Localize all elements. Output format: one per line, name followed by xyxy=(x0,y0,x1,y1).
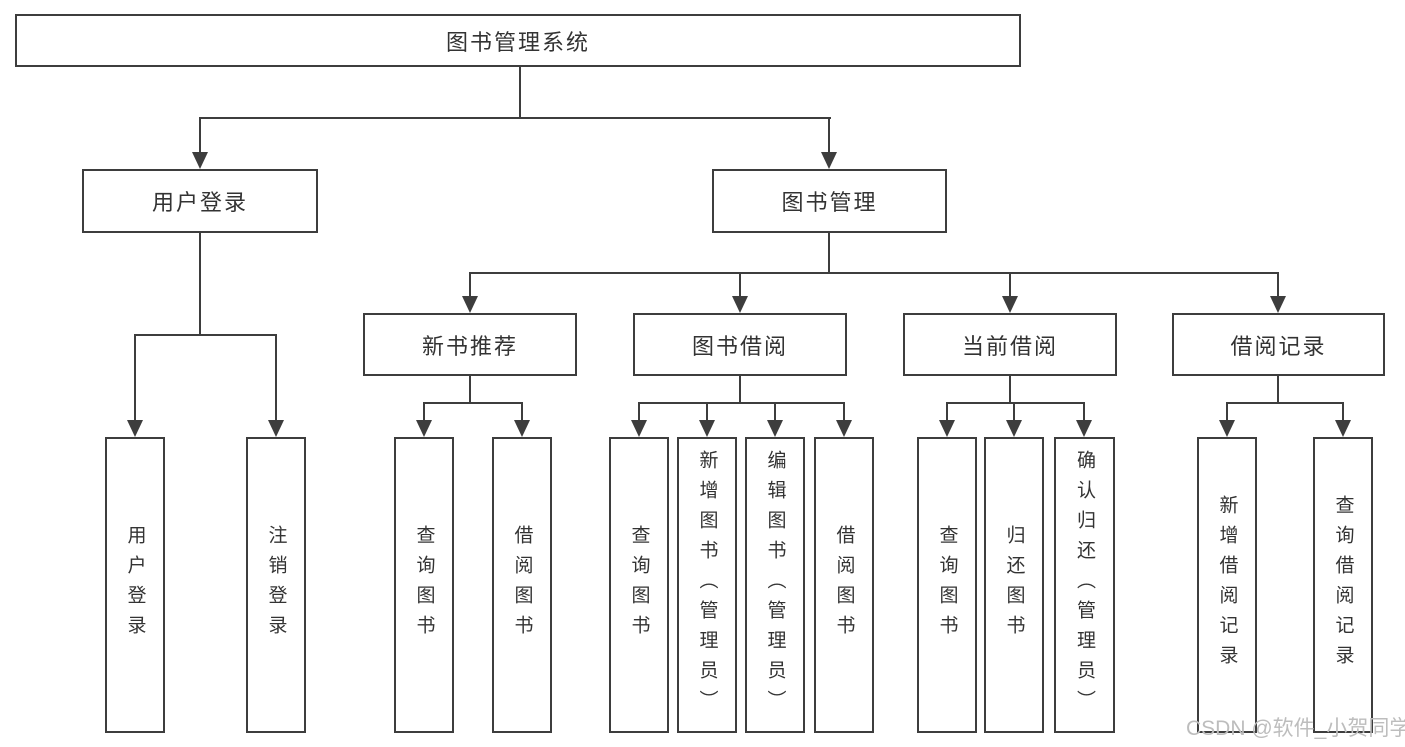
down-arrow-icon xyxy=(821,117,837,169)
down-arrow-icon xyxy=(1002,272,1018,313)
leaf-label: 查询图书 xyxy=(936,525,958,645)
connector-line xyxy=(470,272,1279,274)
leaf-label: 注销登录 xyxy=(265,525,287,645)
down-arrow-icon xyxy=(268,334,284,437)
leaf-borrow-books: 借阅图书 xyxy=(814,437,874,733)
connector-line xyxy=(639,402,845,404)
down-arrow-icon xyxy=(939,402,955,437)
leaf-query-books-recommend: 查询图书 xyxy=(394,437,454,733)
connector-line xyxy=(1227,402,1343,404)
node-user-login: 用户登录 xyxy=(82,169,318,233)
down-arrow-icon xyxy=(631,402,647,437)
leaf-label: 查询图书 xyxy=(628,525,650,645)
leaf-query-borrow-record: 查询借阅记录 xyxy=(1313,437,1373,733)
leaf-label: 新增图书（管理员） xyxy=(696,450,718,720)
node-label: 借阅记录 xyxy=(1230,333,1327,359)
node-current-borrowing: 当前借阅 xyxy=(903,313,1117,376)
leaf-label: 确认归还（管理员） xyxy=(1074,450,1095,720)
down-arrow-icon xyxy=(127,334,143,437)
leaf-add-books-admin: 新增图书（管理员） xyxy=(677,437,737,733)
node-label: 新书推荐 xyxy=(421,333,518,359)
down-arrow-icon xyxy=(767,402,783,437)
node-label: 当前借阅 xyxy=(961,333,1058,359)
leaf-logout: 注销登录 xyxy=(246,437,306,733)
connector-line xyxy=(1277,376,1279,403)
down-arrow-icon xyxy=(416,402,432,437)
node-label: 图书管理系统 xyxy=(445,29,590,55)
down-arrow-icon xyxy=(1335,402,1351,437)
node-new-book-recommendation: 新书推荐 xyxy=(363,313,577,376)
down-arrow-icon xyxy=(699,402,715,437)
connector-line xyxy=(424,402,523,404)
leaf-label: 编辑图书（管理员） xyxy=(764,450,786,720)
leaf-label: 归还图书 xyxy=(1003,525,1025,645)
connector-line xyxy=(199,233,201,335)
down-arrow-icon xyxy=(462,272,478,313)
csdn-watermark: CSDN @软件_小贺同学 xyxy=(1186,717,1405,740)
node-borrowing-records: 借阅记录 xyxy=(1172,313,1385,376)
node-book-management: 图书管理 xyxy=(712,169,947,233)
leaf-return-books: 归还图书 xyxy=(984,437,1044,733)
leaf-user-login: 用户登录 xyxy=(105,437,165,733)
node-library-management-system: 图书管理系统 xyxy=(15,14,1021,67)
down-arrow-icon xyxy=(836,402,852,437)
leaf-label: 借阅图书 xyxy=(511,525,533,645)
leaf-label: 用户登录 xyxy=(124,525,146,645)
connector-line xyxy=(469,376,471,403)
connector-line xyxy=(199,117,831,119)
down-arrow-icon xyxy=(732,272,748,313)
down-arrow-icon xyxy=(514,402,530,437)
leaf-add-borrow-record: 新增借阅记录 xyxy=(1197,437,1257,733)
node-label: 图书借阅 xyxy=(691,333,788,359)
leaf-label: 新增借阅记录 xyxy=(1216,495,1238,675)
leaf-label: 借阅图书 xyxy=(833,525,855,645)
connector-line xyxy=(134,334,277,336)
leaf-label: 查询图书 xyxy=(413,525,435,645)
down-arrow-icon xyxy=(1076,402,1092,437)
down-arrow-icon xyxy=(1006,402,1022,437)
node-label: 用户登录 xyxy=(151,190,248,215)
connector-line xyxy=(739,376,741,403)
leaf-edit-books-admin: 编辑图书（管理员） xyxy=(745,437,805,733)
down-arrow-icon xyxy=(1219,402,1235,437)
node-label: 图书管理 xyxy=(781,190,878,215)
node-book-borrowing: 图书借阅 xyxy=(633,313,847,376)
leaf-label: 查询借阅记录 xyxy=(1332,495,1354,675)
leaf-query-books-current: 查询图书 xyxy=(917,437,977,733)
down-arrow-icon xyxy=(1270,272,1286,313)
down-arrow-icon xyxy=(192,117,208,169)
connector-line xyxy=(828,233,830,273)
connector-line xyxy=(1009,376,1011,403)
connector-line xyxy=(519,66,521,118)
leaf-confirm-return-admin: 确认归还（管理员） xyxy=(1054,437,1115,733)
leaf-query-books-borrow: 查询图书 xyxy=(609,437,669,733)
leaf-borrow-books-recommend: 借阅图书 xyxy=(492,437,552,733)
